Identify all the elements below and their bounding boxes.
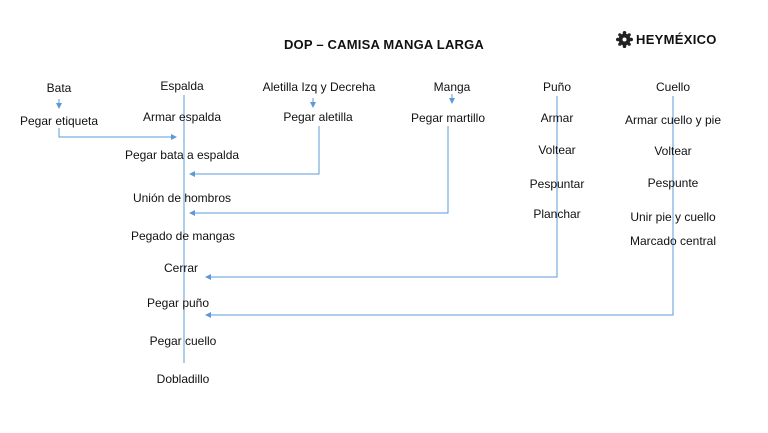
node-puno: Puño <box>542 80 572 94</box>
node-pegar-cuello: Pegar cuello <box>149 334 217 348</box>
node-pegar-etiqueta: Pegar etiqueta <box>19 114 99 128</box>
node-pegado-de-mangas: Pegado de mangas <box>130 229 236 243</box>
node-pespunte: Pespunte <box>647 176 699 190</box>
node-espalda: Espalda <box>160 79 204 93</box>
node-unir-pie-y-cuello: Unir pie y cuello <box>630 210 716 224</box>
node-dobladillo: Dobladillo <box>156 372 210 386</box>
logo: HEYMÉXICO <box>616 31 717 48</box>
puno-to-espalda-connector <box>205 96 558 280</box>
node-pegar-aletilla: Pegar aletilla <box>283 110 353 124</box>
node-bata: Bata <box>46 81 72 95</box>
node-pespuntar: Pespuntar <box>529 177 585 191</box>
logo-mark-icon <box>616 31 633 48</box>
cuello-to-espalda-connector <box>205 96 674 318</box>
node-armar-espalda: Armar espalda <box>142 110 222 124</box>
node-aletilla: Aletilla Izq y Decreha <box>262 80 376 94</box>
node-armar: Armar <box>540 111 574 125</box>
node-armar-cuello-y-pie: Armar cuello y pie <box>624 113 722 127</box>
node-cerrar: Cerrar <box>163 261 199 275</box>
node-cuello: Cuello <box>655 80 691 94</box>
node-union-de-hombros: Unión de hombros <box>132 191 232 205</box>
node-manga: Manga <box>433 80 471 94</box>
aletilla-to-espalda-connector <box>189 126 320 177</box>
node-planchar: Planchar <box>533 207 581 221</box>
node-pegar-bata-a-espalda: Pegar bata a espalda <box>124 148 240 162</box>
diagram-title: DOP – CAMISA MANGA LARGA <box>283 37 485 52</box>
node-voltear-cuello: Voltear <box>654 144 692 158</box>
manga-to-espalda-connector <box>189 126 449 216</box>
logo-text: HEYMÉXICO <box>636 32 717 47</box>
node-marcado-central: Marcado central <box>629 234 717 248</box>
node-voltear-puno: Voltear <box>538 143 576 157</box>
node-pegar-puno: Pegar puño <box>146 296 210 310</box>
etiqueta-to-espalda-connector <box>58 128 177 140</box>
node-pegar-martillo: Pegar martillo <box>410 111 486 125</box>
